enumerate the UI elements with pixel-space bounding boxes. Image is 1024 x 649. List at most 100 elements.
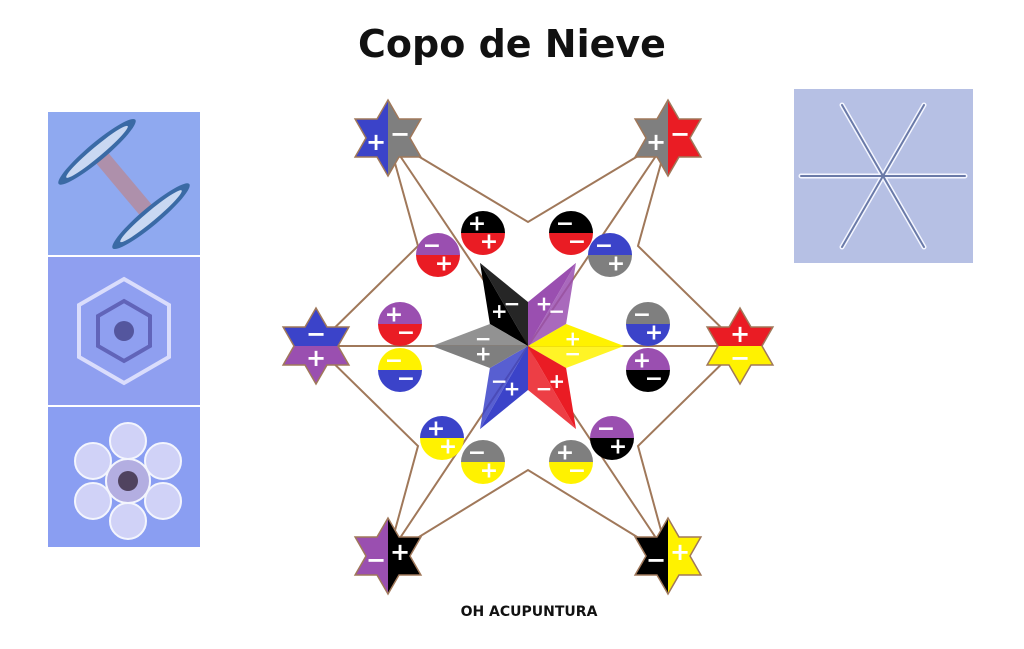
hexagram-star-top-left: +− [353,98,423,178]
page-title: Copo de Nieve [358,22,666,66]
sign-label: + [439,435,457,460]
sign-label: + [548,369,565,393]
polarity-circle: ++ [461,211,505,255]
circle-half [549,440,593,462]
footer-credit: OH ACUPUNTURA [460,604,598,620]
polarity-circle: +− [378,302,422,346]
sign-label: + [468,212,486,237]
center-star-segment [528,346,624,368]
sign-label: + [475,341,492,365]
center-star-segment [480,262,528,346]
polarity-circle: ++ [420,416,464,460]
sign-label: − [385,349,403,374]
polarity-circle: +− [549,440,593,484]
sign-label: + [645,321,663,346]
hexagram-star-bottom-left: −+ [353,516,423,596]
circle-half [588,255,632,277]
polarity-circle: −+ [626,302,670,346]
circle-half [416,233,460,255]
sign-label: − [390,120,410,148]
circle-half [626,324,670,346]
circle-half [378,370,422,392]
sign-label: + [609,435,627,460]
sign-label: + [556,441,574,466]
circle-half [461,462,505,484]
circle-half [378,348,422,370]
star-outline [281,306,351,386]
center-star-segment [528,346,576,430]
star-outline [353,516,423,596]
sign-label: + [730,320,750,348]
center-star-segment [432,346,528,368]
sign-label: + [427,417,445,442]
polarity-circle: −+ [590,416,634,460]
center-star-segment [528,324,624,346]
sign-label: + [633,349,651,374]
circle-half [588,233,632,255]
sign-label: − [548,299,565,323]
sign-label: − [633,303,651,328]
circle-half [416,255,460,277]
center-star-segment [432,324,528,346]
sign-label: − [595,234,613,259]
sign-label: + [385,303,403,328]
sign-label: + [480,230,498,255]
sign-label: − [568,230,586,255]
center-star-segment [528,262,576,346]
sign-label: − [730,344,750,372]
sign-label: + [607,252,625,277]
polarity-circle: +− [626,348,670,392]
sign-label: − [597,417,615,442]
circle-half [626,302,670,324]
sign-label: + [306,344,326,372]
sign-label: − [568,459,586,484]
polarity-circle: −− [378,348,422,392]
snowflake-photo-dendrite [794,89,973,263]
sign-label: + [504,376,521,400]
sign-label: + [536,292,553,316]
circle-half [461,440,505,462]
circle-half [378,302,422,324]
sign-label: + [564,327,581,351]
sign-label: + [366,128,386,156]
sign-label: − [564,341,581,365]
sign-label: − [366,546,386,574]
circle-half [378,324,422,346]
sign-label: − [646,546,666,574]
circle-half [549,233,593,255]
sign-label: + [670,538,690,566]
sign-label: + [480,459,498,484]
circle-half [626,348,670,370]
sign-label: − [475,327,492,351]
sign-label: − [397,367,415,392]
sign-label: − [536,376,553,400]
sign-label: − [556,212,574,237]
circle-half [590,416,634,438]
snowflake-photo-sector [48,407,200,547]
polarity-circle: −+ [416,233,460,277]
polarity-circle: −+ [588,233,632,277]
circle-half [549,462,593,484]
sign-label: − [645,367,663,392]
sign-label: + [435,252,453,277]
sign-label: + [646,128,666,156]
snowflake-photo-plate [48,257,200,405]
polarity-circle: −− [549,211,593,255]
circle-half [626,370,670,392]
hexagram-star-bottom-right: −+ [633,516,703,596]
sign-label: + [491,299,508,323]
sign-label: − [306,320,326,348]
star-outline [353,98,423,178]
sign-label: − [468,441,486,466]
center-star-segment [480,346,528,430]
circle-half [420,416,464,438]
circle-half [590,438,634,460]
star-outline [633,98,703,178]
sign-label: − [670,120,690,148]
sign-label: − [397,321,415,346]
sign-label: − [504,292,521,316]
sign-label: − [491,369,508,393]
hexagram-star-top-right: +− [633,98,703,178]
snowflake-photo-column [48,112,200,255]
